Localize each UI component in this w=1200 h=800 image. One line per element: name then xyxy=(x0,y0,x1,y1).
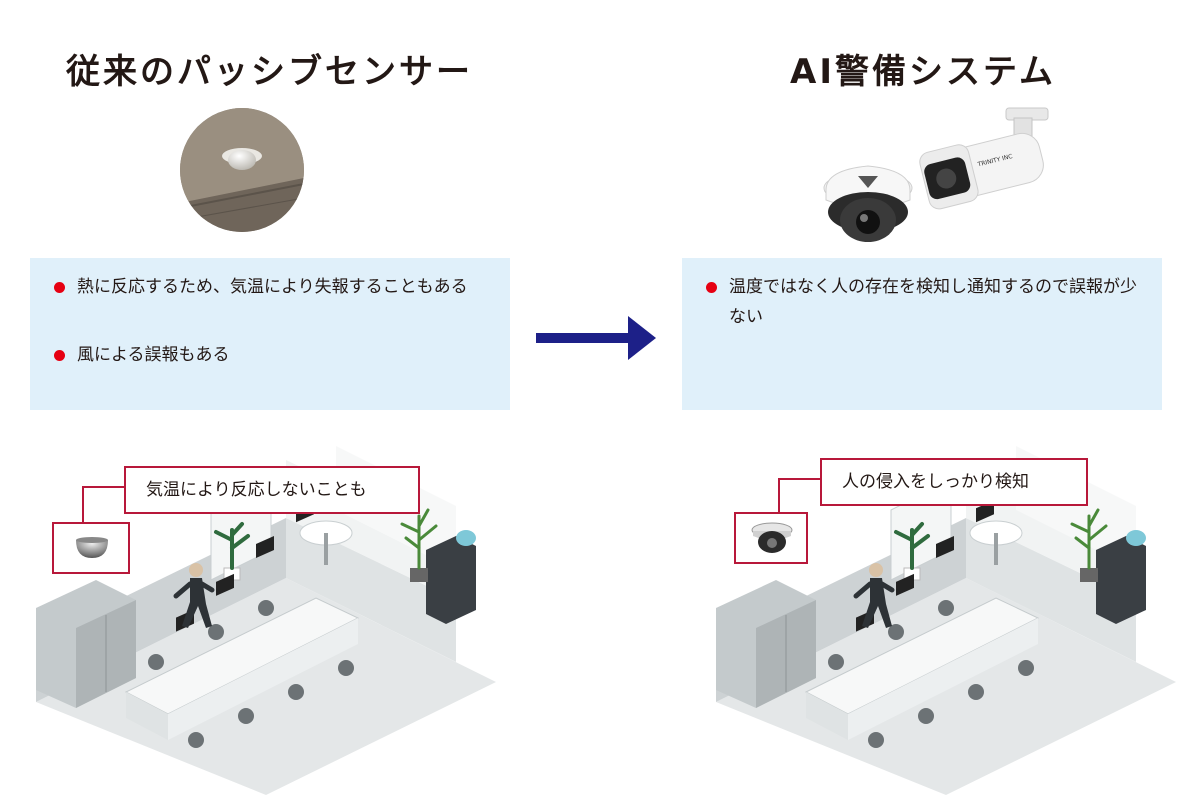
left-sensor-box xyxy=(52,522,130,574)
bullet-dot-icon xyxy=(54,282,65,293)
left-callout: 気温により反応しないことも xyxy=(124,466,420,514)
left-info-panel: 熱に反応するため、気温により失報することもある 風による誤報もある xyxy=(30,258,510,410)
left-bullet-1: 熱に反応するため、気温により失報することもある xyxy=(54,272,487,302)
office-illustration-left xyxy=(36,446,496,795)
right-callout: 人の侵入をしっかり検知 xyxy=(820,458,1088,506)
ai-security-title: AI警備システム xyxy=(790,52,1056,92)
passive-sensor-title: 従来のパッシブセンサー xyxy=(66,52,473,92)
right-info-panel: 温度ではなく人の存在を検知し通知するので誤報が少ない xyxy=(682,258,1162,410)
ceiling-pir-sensor-icon xyxy=(76,537,108,558)
left-bullet-2: 風による誤報もある xyxy=(54,340,487,370)
dome-camera-icon xyxy=(751,522,793,553)
left-callout-leader xyxy=(82,486,84,524)
right-bullet-1: 温度ではなく人の存在を検知し通知するので誤報が少ない xyxy=(706,272,1139,332)
bullet-dot-icon xyxy=(54,350,65,361)
bullet-dot-icon xyxy=(706,282,717,293)
left-bullet-2-text: 風による誤報もある xyxy=(77,345,230,365)
right-callout-leader xyxy=(778,478,780,514)
office-scene xyxy=(36,446,496,795)
right-callout-leader xyxy=(778,478,822,480)
passive-sensor-photo xyxy=(180,108,304,232)
security-cameras-image: TRINITY INC xyxy=(823,107,1049,242)
left-callout-leader xyxy=(82,486,126,488)
left-bullet-1-text: 熱に反応するため、気温により失報することもある xyxy=(77,277,468,297)
right-camera-box xyxy=(734,512,808,564)
right-arrow-icon xyxy=(536,316,656,360)
right-bullet-1-text: 温度ではなく人の存在を検知し通知するので誤報が少ない xyxy=(729,277,1137,327)
